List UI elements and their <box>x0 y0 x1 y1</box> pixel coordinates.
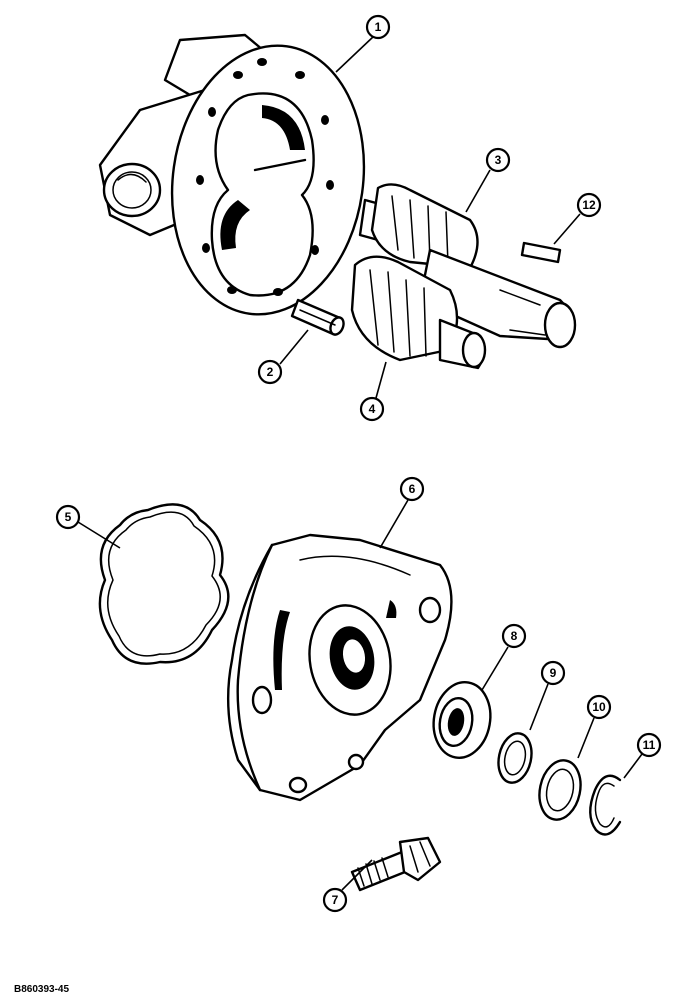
svg-text:2: 2 <box>267 365 274 379</box>
svg-text:5: 5 <box>65 510 72 524</box>
svg-text:12: 12 <box>582 198 596 212</box>
svg-text:11: 11 <box>643 738 656 752</box>
washer-large <box>538 759 582 821</box>
svg-text:4: 4 <box>369 402 376 416</box>
callout-7: 7 <box>322 859 373 913</box>
dowel-pin <box>290 298 345 336</box>
callout-9: 9 <box>529 660 566 731</box>
pump-body <box>98 33 366 316</box>
callout-6: 6 <box>379 476 425 549</box>
body-seal <box>98 503 230 665</box>
svg-text:3: 3 <box>495 153 502 167</box>
svg-text:6: 6 <box>409 482 416 496</box>
pump-cover <box>226 533 453 802</box>
drive-gear-shaft <box>358 183 577 349</box>
callout-10: 10 <box>577 694 612 759</box>
shaft-seal <box>432 681 492 759</box>
flange-bolt-holes <box>196 58 334 296</box>
callout-11: 11 <box>623 732 662 779</box>
cover-bolt <box>350 836 442 892</box>
callout-2: 2 <box>257 329 309 385</box>
figure-reference: B860393-45 <box>14 984 69 995</box>
svg-text:10: 10 <box>592 700 606 714</box>
callout-8: 8 <box>481 623 527 691</box>
svg-text:7: 7 <box>332 893 339 907</box>
driven-gear <box>350 255 487 370</box>
svg-text:8: 8 <box>511 629 518 643</box>
callout-3: 3 <box>465 147 511 213</box>
snap-ring <box>589 774 622 836</box>
callout-1: 1 <box>335 14 391 73</box>
svg-text:9: 9 <box>550 666 557 680</box>
svg-text:1: 1 <box>375 20 382 34</box>
washer-small <box>497 732 533 784</box>
callout-12: 12 <box>553 192 602 245</box>
callout-5: 5 <box>55 504 121 549</box>
shaft-key <box>520 241 562 264</box>
callout-4: 4 <box>359 361 387 422</box>
